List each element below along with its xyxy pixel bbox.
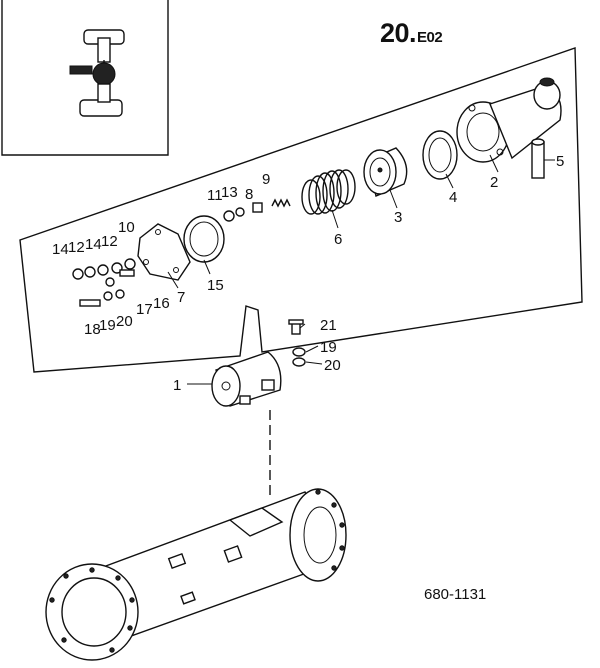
- callout-17: 17: [136, 301, 153, 318]
- part-fasteners: [72, 258, 136, 307]
- callout-21: 21: [320, 317, 337, 334]
- callout-8: 8: [245, 186, 253, 203]
- page-number-suffix: E02: [417, 29, 443, 46]
- part-small-fittings: [223, 202, 263, 222]
- callout-12a: 12: [68, 239, 85, 256]
- part-piston: [363, 147, 408, 197]
- callout-15: 15: [207, 277, 224, 294]
- part-bolt-set: [288, 319, 306, 367]
- callout-6: 6: [334, 231, 342, 248]
- callout-20a: 20: [116, 313, 133, 330]
- drawing-reference: 680-1131: [424, 586, 487, 603]
- leader-lines: [167, 154, 555, 385]
- part-brake-cylinder: [211, 351, 282, 407]
- callout-19b: 19: [320, 339, 337, 356]
- callout-19a: 19: [99, 317, 116, 334]
- callout-5: 5: [556, 153, 564, 170]
- callout-1: 1: [173, 377, 181, 394]
- callout-14b: 14: [85, 236, 102, 253]
- part-housing: [456, 77, 562, 163]
- part-end-cover: [137, 223, 191, 281]
- callout-14a: 14: [52, 241, 69, 258]
- axle-locator-icon: [1, 0, 169, 156]
- callout-2: 2: [490, 174, 498, 191]
- part-pin: [531, 138, 545, 179]
- page-number-main: 20.: [380, 18, 417, 48]
- callout-10: 10: [118, 219, 135, 236]
- part-spring: [301, 169, 356, 215]
- part-seal-ring: [422, 130, 458, 180]
- page-number: 20.E02: [380, 18, 443, 49]
- callout-18: 18: [84, 321, 101, 338]
- callout-13: 13: [221, 184, 238, 201]
- part-o-ring: [183, 215, 225, 263]
- callout-20b: 20: [324, 357, 341, 374]
- axle-housing: [45, 488, 347, 661]
- callout-labels: 1 2 3 4 5 6 7 8 9 10 11 12 12 13 14 14 1…: [52, 153, 564, 394]
- callout-7: 7: [177, 289, 185, 306]
- callout-11: 11: [207, 187, 223, 204]
- callout-12b: 12: [101, 233, 118, 250]
- exploded-frame: [19, 47, 583, 373]
- part-small-spring: [271, 198, 291, 208]
- callout-9: 9: [262, 171, 270, 188]
- callout-3: 3: [394, 209, 402, 226]
- callout-4: 4: [449, 189, 457, 206]
- callout-16: 16: [153, 295, 170, 312]
